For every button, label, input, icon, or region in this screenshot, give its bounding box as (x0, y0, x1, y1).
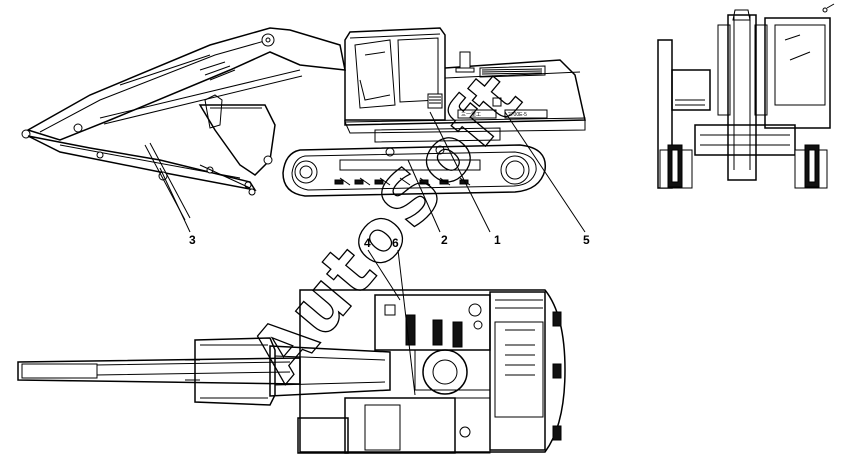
bucket (198, 94, 276, 196)
callout-4: 4 (364, 236, 371, 250)
watermark: AutoSoft (233, 55, 539, 397)
callout-labels: 1 2 3 4 5 6 (189, 233, 590, 250)
callout-6: 6 (392, 236, 399, 250)
front-view (657, 3, 835, 189)
callout-5: 5 (583, 233, 590, 247)
callout-2: 2 (441, 233, 448, 247)
brand-plate: 三一重工 (461, 111, 481, 118)
leader-lines (159, 111, 586, 396)
callout-3: 3 (189, 233, 196, 247)
top-view (17, 289, 566, 454)
boom (21, 27, 346, 141)
arm (27, 135, 257, 221)
front-left-track (659, 144, 693, 189)
callout-1: 1 (494, 233, 501, 247)
watermark-text: AutoSoft (234, 55, 539, 395)
model-plate: 2700E-5 (508, 112, 527, 118)
front-right-track (794, 144, 828, 189)
upper-structure: 2700E-5 三一重工 (344, 27, 586, 143)
top-grille (505, 329, 535, 376)
